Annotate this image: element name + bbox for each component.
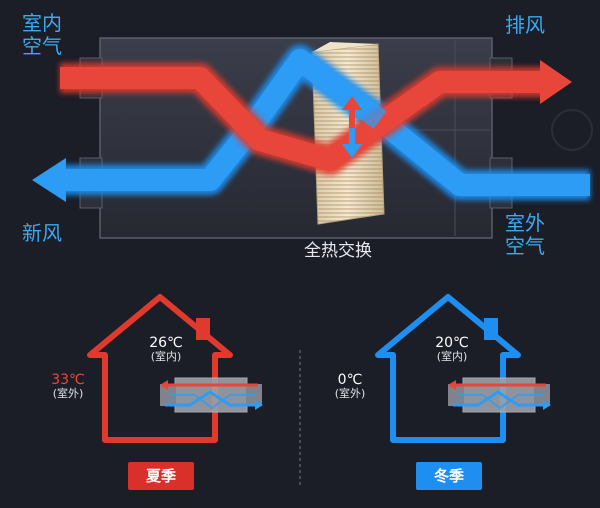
watermark-circle [551,109,593,151]
winter-mini-exchanger [448,377,551,413]
winter-season-label: 冬季 [416,462,482,490]
fresh-air-arrowhead [32,158,66,202]
exhaust-arrowhead [540,60,572,104]
summer-outdoor-sub: (室外) [52,387,84,401]
summer-indoor-temp: 26℃ [149,335,183,351]
outdoor-air-label: 室外 空气 [505,211,545,258]
core-double-arrow [342,96,362,158]
heat-exchange-core-label: 全热交换 [304,241,372,261]
winter-outdoor-temp-group: 0℃ (室外) [320,372,380,401]
summer-outdoor-temp: 33℃ [51,372,85,388]
summer-season-label: 夏季 [128,462,194,490]
indoor-air-label: 室内 空气 [22,11,62,58]
winter-indoor-temp-group: 20℃ (室内) [422,335,482,364]
winter-indoor-sub: (室内) [436,350,468,364]
summer-mini-exchanger [160,377,263,413]
winter-house [375,294,521,443]
winter-outdoor-temp: 0℃ [337,372,363,388]
winter-outdoor-sub: (室外) [334,387,366,401]
exhaust-label: 排风 [505,13,545,37]
summer-house [87,294,233,443]
summer-indoor-temp-group: 26℃ (室内) [136,335,196,364]
fresh-air-label: 新风 [22,221,62,245]
summer-outdoor-temp-group: 33℃ (室外) [38,372,98,401]
summer-indoor-sub: (室内) [150,350,182,364]
winter-indoor-temp: 20℃ [435,335,469,351]
